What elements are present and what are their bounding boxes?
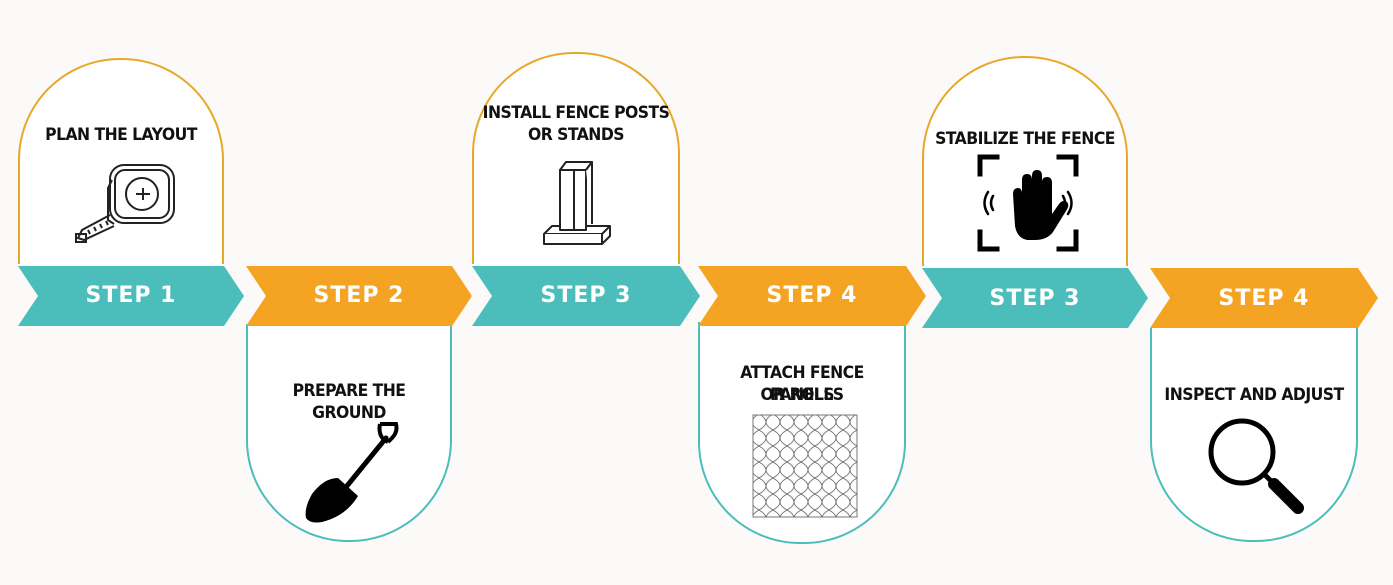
shovel-icon (305, 422, 399, 523)
mesh-panel-icon (752, 414, 858, 518)
step-5-label: STEP 3 (989, 286, 1081, 311)
step-2-title: PREPARE THE GROUND (292, 381, 406, 423)
step-6-card: INSPECT AND ADJUST (1150, 328, 1358, 542)
step-5-title: STABILIZE THE FENCE (935, 129, 1115, 149)
hand-scan-icon (977, 154, 1079, 252)
step-6-chevron (1150, 268, 1378, 328)
step-2-chevron (246, 266, 472, 326)
step-3-title-line-2: OR STANDS (528, 125, 625, 145)
step-4-chevron (698, 266, 926, 326)
step-3-label: STEP 3 (540, 283, 632, 308)
magnifier-icon (1208, 418, 1304, 514)
step-6-label: STEP 4 (1218, 286, 1310, 311)
step-3-chevron (472, 266, 700, 326)
step-1-label: STEP 1 (85, 283, 177, 308)
tape-measure-icon (75, 164, 175, 243)
step-5-chevron (922, 268, 1148, 328)
fence-post-icon (543, 161, 611, 245)
step-3-card: INSTALL FENCE POSTS OR STANDS (472, 52, 680, 264)
step-4-title-line-1: ATTACH FENCE PANELS (740, 363, 864, 405)
step-4-card: ATTACH FENCE PANELS OR ROLLS (698, 322, 906, 544)
step-4-label: STEP 4 (766, 283, 858, 308)
step-1-title: PLAN THE LAYOUT (45, 125, 197, 145)
step-2-card: PREPARE THE GROUND (246, 324, 452, 542)
step-1-chevron (18, 266, 244, 326)
step-1-card: PLAN THE LAYOUT (18, 58, 224, 264)
step-2-label: STEP 2 (313, 283, 405, 308)
step-3-title-line-1: INSTALL FENCE POSTS (482, 103, 670, 123)
step-6-title: INSPECT AND ADJUST (1164, 385, 1344, 405)
step-4-title-line-2: OR ROLLS (760, 385, 844, 405)
step-5-card: STABILIZE THE FENCE (922, 56, 1128, 266)
